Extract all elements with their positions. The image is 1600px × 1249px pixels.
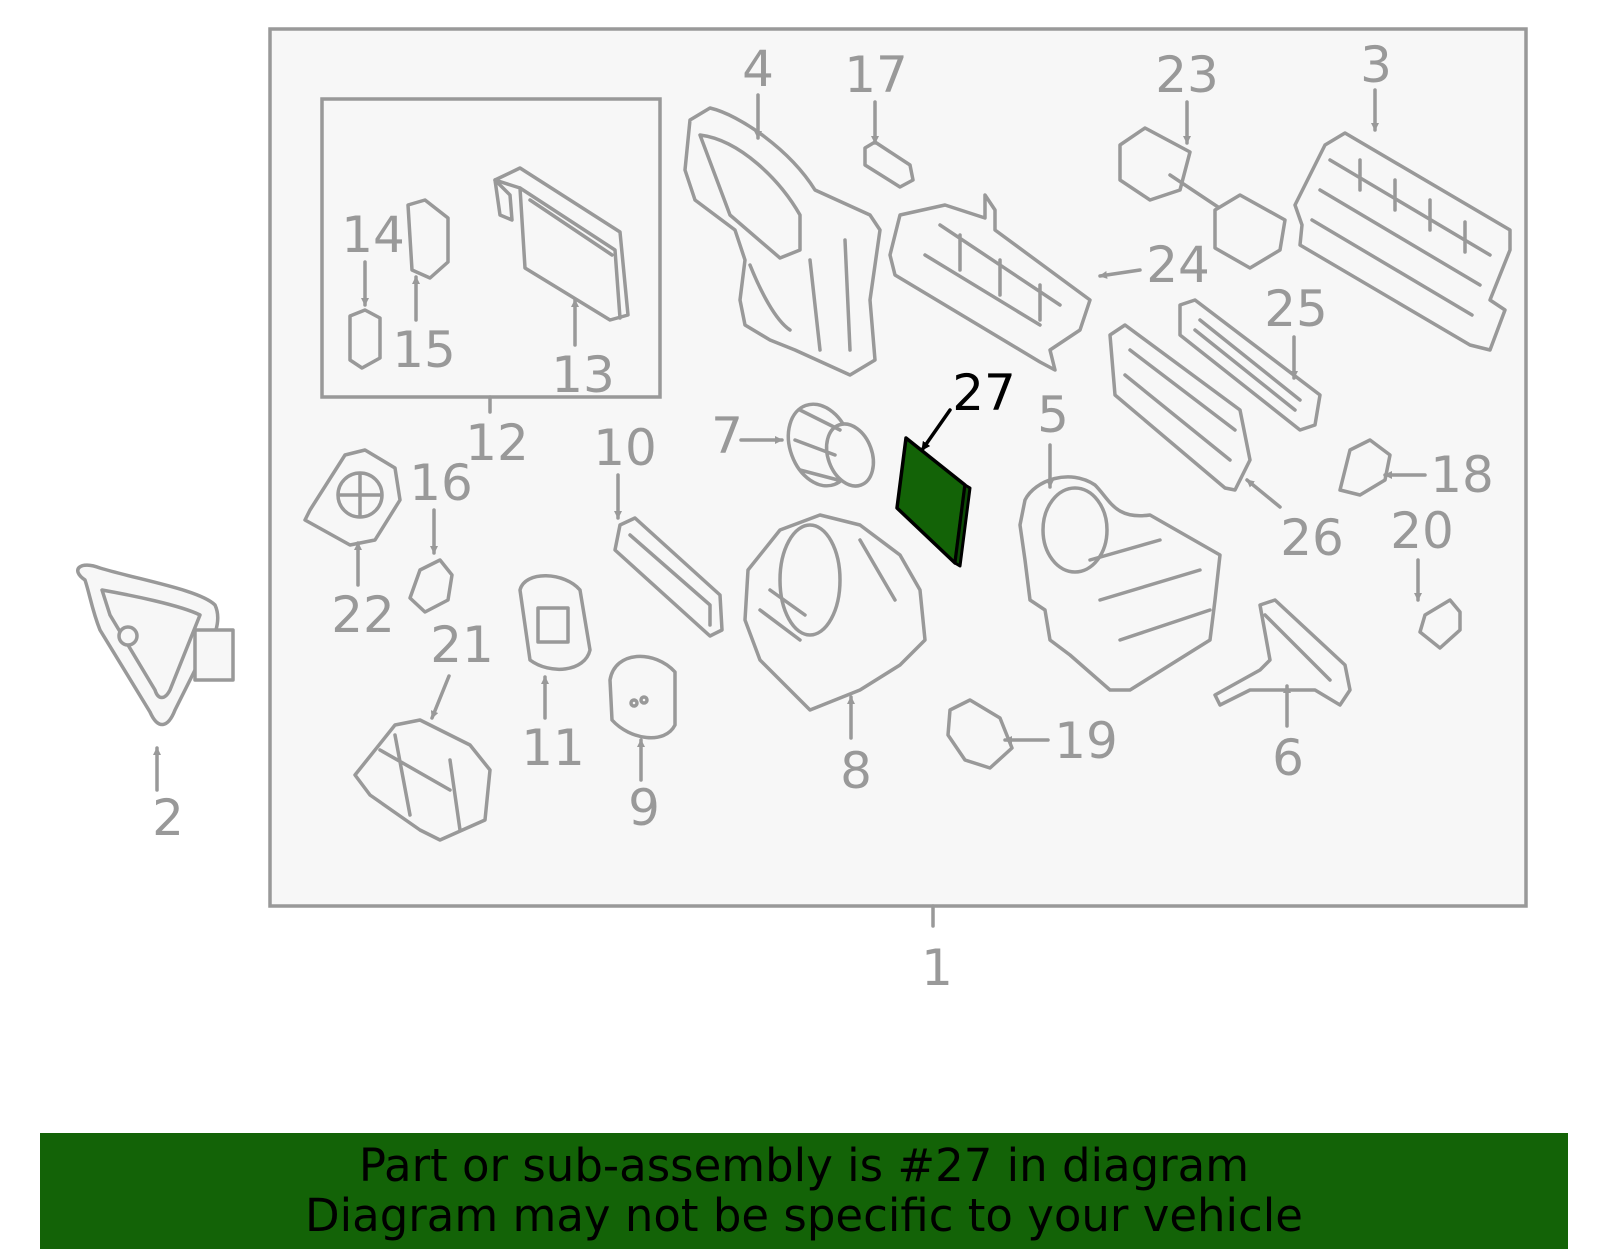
callout-6: 6 (1272, 729, 1304, 787)
part-24-drawing (888, 193, 1092, 372)
callout-19: 19 (1054, 712, 1118, 770)
part-27-filter (895, 436, 972, 568)
part-26-drawing (1108, 323, 1252, 492)
info-banner: Part or sub-assembly is #27 in diagram D… (40, 1133, 1568, 1249)
callout-3: 3 (1360, 36, 1392, 94)
banner-line-disclaimer: Diagram may not be specific to your vehi… (305, 1189, 1303, 1242)
part-25-drawing (1178, 298, 1322, 432)
part-16-drawing (408, 558, 454, 614)
callout-labels: 1 2 3 4 5 6 7 8 9 10 11 12 13 14 15 16 1… (152, 36, 1494, 997)
part-11-drawing (518, 574, 592, 672)
part-14-drawing (348, 308, 382, 370)
part-9-drawing (608, 654, 677, 740)
callout-14: 14 (341, 206, 405, 264)
leader-lines (153, 88, 1427, 792)
callout-12: 12 (465, 414, 529, 472)
callout-21: 21 (430, 616, 494, 674)
callout-11: 11 (521, 719, 585, 777)
callout-25: 25 (1264, 280, 1328, 338)
part-22-drawing (303, 448, 402, 547)
part-19-drawing (946, 698, 1014, 770)
callout-26: 26 (1280, 509, 1344, 567)
callout-1: 1 (921, 939, 953, 997)
callout-4: 4 (742, 40, 774, 98)
part-2-drawing (76, 563, 235, 727)
callout-17: 17 (844, 46, 908, 104)
banner-line-part: Part or sub-assembly is #27 in diagram (358, 1139, 1250, 1192)
part-15-drawing (406, 198, 450, 280)
callout-16: 16 (409, 454, 473, 512)
callout-18: 18 (1430, 446, 1494, 504)
part-7-drawing (786, 402, 876, 488)
part-8-drawing (743, 513, 927, 712)
callout-27: 27 (952, 364, 1016, 422)
part-21-drawing (353, 718, 492, 842)
part-13-drawing (493, 166, 630, 322)
callout-8: 8 (840, 742, 872, 800)
callout-15: 15 (392, 321, 456, 379)
part-5-drawing (1018, 475, 1222, 692)
callout-23: 23 (1155, 46, 1219, 104)
callout-9: 9 (628, 779, 660, 837)
callout-13: 13 (551, 346, 615, 404)
callout-10: 10 (593, 419, 657, 477)
callout-5: 5 (1037, 386, 1069, 444)
callout-2: 2 (152, 789, 184, 847)
part-23-drawing (1118, 126, 1287, 270)
callout-24: 24 (1146, 236, 1210, 294)
part-6-drawing (1213, 598, 1352, 707)
part-10-drawing (613, 516, 724, 638)
callout-20: 20 (1390, 502, 1454, 560)
part-18-drawing (1338, 438, 1392, 497)
part-3-drawing (1293, 131, 1512, 352)
callout-22: 22 (331, 586, 395, 644)
part-4-drawing (683, 106, 882, 377)
callout-7: 7 (711, 407, 743, 465)
part-20-drawing (1418, 598, 1462, 650)
